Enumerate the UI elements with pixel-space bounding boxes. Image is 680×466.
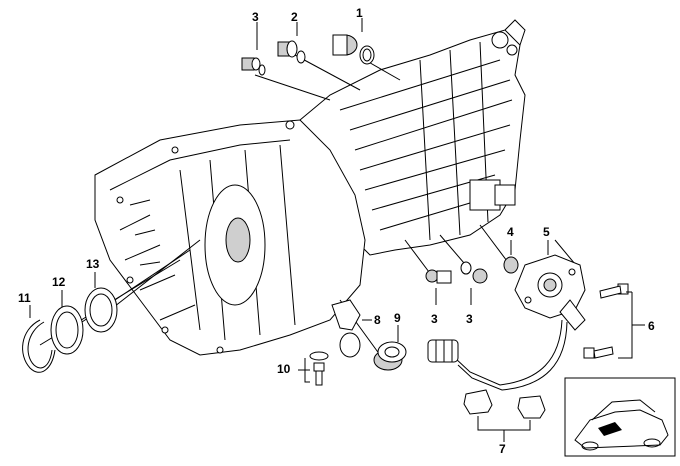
part-2-plug: [277, 22, 306, 64]
callout-8: 8: [374, 313, 381, 327]
part-12-ring: [50, 290, 84, 355]
callout-1: 1: [356, 6, 363, 20]
part-11-circlip: [22, 305, 56, 373]
callout-3-mid-b: 3: [466, 312, 473, 326]
callout-10: 10: [277, 362, 291, 376]
part-8-bracket: [331, 299, 372, 358]
callout-2: 2: [291, 10, 298, 24]
callout-3-top: 3: [252, 10, 259, 24]
bell-housing: [94, 119, 366, 356]
part-10-bolt: [298, 351, 329, 386]
part-7-clips: [463, 389, 546, 442]
part-3-top-plug: [241, 22, 266, 76]
callout-11: 11: [18, 291, 31, 305]
hose-line: [427, 319, 568, 391]
part-4-sleeve: [503, 240, 519, 274]
callout-5: 5: [543, 225, 550, 239]
callout-3-mid-a: 3: [431, 312, 438, 326]
callout-4: 4: [507, 225, 514, 239]
callout-6: 6: [648, 319, 655, 333]
callout-12: 12: [52, 275, 66, 289]
callout-9: 9: [394, 311, 401, 325]
part-6-bolts: [583, 283, 645, 359]
part-9-bearing: [373, 325, 407, 371]
callout-7: 7: [499, 442, 506, 456]
part-5-slave-cylinder: [514, 240, 586, 331]
vehicle-locator-thumbnail: [564, 377, 676, 457]
callout-13: 13: [86, 257, 100, 271]
part-1-plug: [332, 18, 375, 65]
part-3-mid-plugs: [425, 261, 488, 305]
part-13-seal: [84, 272, 118, 333]
